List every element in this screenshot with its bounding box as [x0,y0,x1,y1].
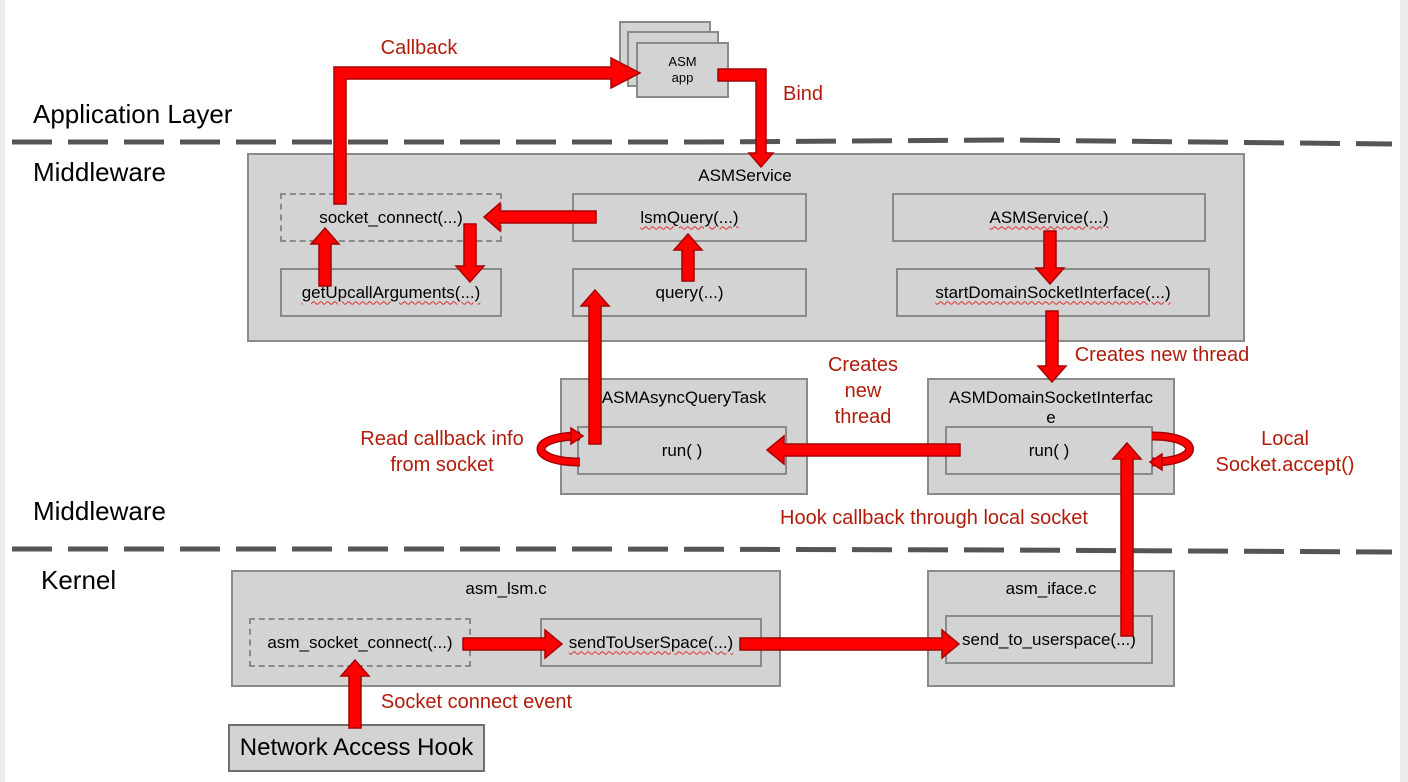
domain-run-label: run( ) [1028,440,1070,460]
asm-app: ASM app [636,42,729,98]
read-callback-loop [538,433,581,465]
domain-socket-interface-title: ASMDomainSocketInterfac e [927,388,1175,428]
send-to-user-space-label: sendToUserSpace(...) [568,632,734,652]
send-to-send-to-userspace-arrow [739,628,961,660]
creates-new-thread-line1: Creates [827,354,899,376]
domain-socket-interface-title-line1: ASMDomainSocketInterfac [948,388,1154,407]
local-socket-accept-label: Local Socket.accept() [1204,426,1366,478]
bind-label: Bind [782,83,824,105]
lsm-query-box: lsmQuery(...) [572,193,807,242]
async-query-task-title: ASMAsyncQueryTask [601,388,767,407]
send-to-user-space-box: sendToUserSpace(...) [540,618,762,667]
async-run-label: run( ) [661,440,703,460]
application-layer-label: Application Layer [33,99,233,129]
get-upcall-arguments-label: getUpcallArguments(...) [301,282,481,302]
local-accept-loop [1151,433,1193,465]
network-hook-to-asm-socket-connect-arrow [339,658,371,729]
send-to-userspace-box: send_to_userspace(...) [945,615,1153,664]
asm-service-title: ASMService [698,166,792,185]
asm-socket-connect-label: asm_socket_connect(...) [267,632,453,652]
middleware-layer-label: Middleware [33,157,166,187]
lsm-query-label: lsmQuery(...) [640,207,739,227]
divider-middleware-kernel [12,546,1393,555]
callback-label: Callback [380,37,458,59]
local-socket-accept-line2: Socket.accept() [1215,454,1355,476]
creates-new-thread-line2: new [844,380,882,402]
right-margin [1400,0,1408,782]
send-to-userspace-to-domain-run-arrow [1111,441,1143,637]
read-callback-info-label: Read callback info from socket [346,426,538,478]
local-socket-accept-line1: Local [1261,428,1309,450]
socket-connect-label: socket_connect(...) [319,207,463,227]
asmservice-to-start-domain-arrow [1034,230,1066,286]
query-to-lsmquery-arrow [672,232,704,282]
callback-arrow [333,56,642,205]
socket-connect-event-label: Socket connect event [380,691,573,713]
left-margin [0,0,5,782]
read-callback-info-line1: Read callback info [360,428,524,450]
asm-socket-connect-box: asm_socket_connect(...) [249,618,471,667]
domain-run-box: run( ) [945,426,1153,475]
upcall-to-socket-connect-arrow [309,226,341,287]
middleware-layer-label-lower: Middleware [33,496,166,526]
creates-new-thread-line3: thread [834,406,892,428]
asm-socket-connect-to-send-arrow [462,628,564,660]
divider-app-middleware [12,137,1393,147]
socket-connect-to-upcall-arrow [454,223,486,284]
asm-iface-title: asm_iface.c [1005,579,1097,598]
asm-lsm-title: asm_lsm.c [465,579,547,598]
read-callback-info-line2: from socket [390,454,494,476]
domain-run-to-async-run-arrow [765,434,961,466]
network-access-hook-label: Network Access Hook [239,734,474,761]
domain-socket-interface-title-line2: e [1046,408,1056,427]
read-callback-loop-head [570,426,585,446]
asm-app-line2: app [671,70,694,85]
hook-callback-label: Hook callback through local socket [780,507,1088,529]
asm-service-constructor-label: ASMService(...) [989,207,1109,227]
async-run-box: run( ) [577,426,787,475]
local-accept-loop-head [1148,452,1163,472]
send-to-userspace-label: send_to_userspace(...) [962,629,1136,649]
query-label: query(...) [655,282,724,302]
asm-app-line1: ASM [668,54,697,69]
network-access-hook-box: Network Access Hook [228,724,485,772]
lsmquery-to-socket-connect-arrow [482,201,597,233]
kernel-layer-label: Kernel [41,565,117,595]
creates-new-thread-right-label: Creates new thread [1074,344,1250,366]
start-domain-to-domain-socket-arrow [1036,310,1068,384]
bind-arrow [717,68,775,169]
start-domain-socket-interface-label: startDomainSocketInterface(...) [935,282,1171,302]
async-run-to-query-arrow [579,288,611,445]
creates-new-thread-center-label: Creates new thread [808,352,918,430]
